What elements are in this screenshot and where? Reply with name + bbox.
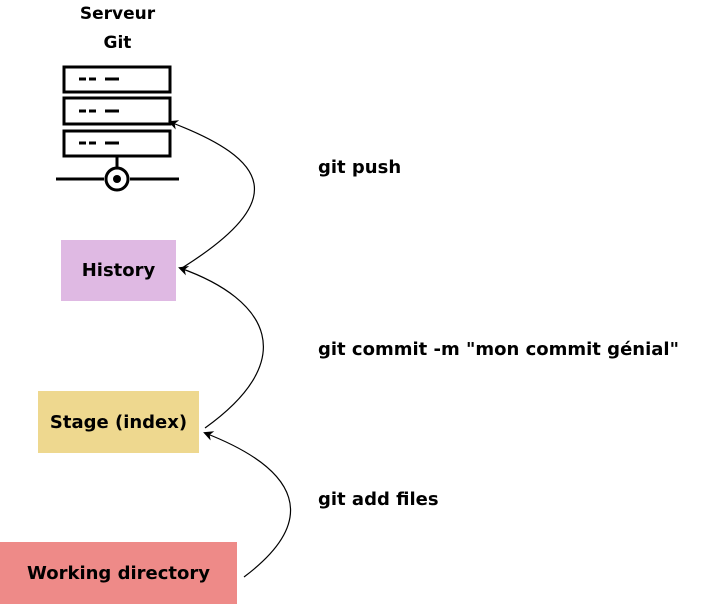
server-title-line1: Serveur xyxy=(79,4,156,24)
working-directory-label: Working directory xyxy=(27,562,210,584)
stage-box: Stage (index) xyxy=(38,391,199,453)
server-title-line2: Git xyxy=(103,33,132,53)
working-directory-box: Working directory xyxy=(0,542,237,604)
history-label: History xyxy=(81,260,156,281)
git-add-label: git add files xyxy=(318,489,439,510)
git-commit-label: git commit -m "mon commit génial" xyxy=(318,339,679,360)
history-box: History xyxy=(61,240,176,301)
arrow-stage-to-history xyxy=(178,265,264,429)
arrow-history-to-server xyxy=(168,120,256,269)
git-push-label: git push xyxy=(318,157,402,178)
stage-label: Stage (index) xyxy=(49,411,188,433)
arrow-working-to-stage xyxy=(203,431,291,578)
server-title: Serveur Git xyxy=(50,0,185,58)
